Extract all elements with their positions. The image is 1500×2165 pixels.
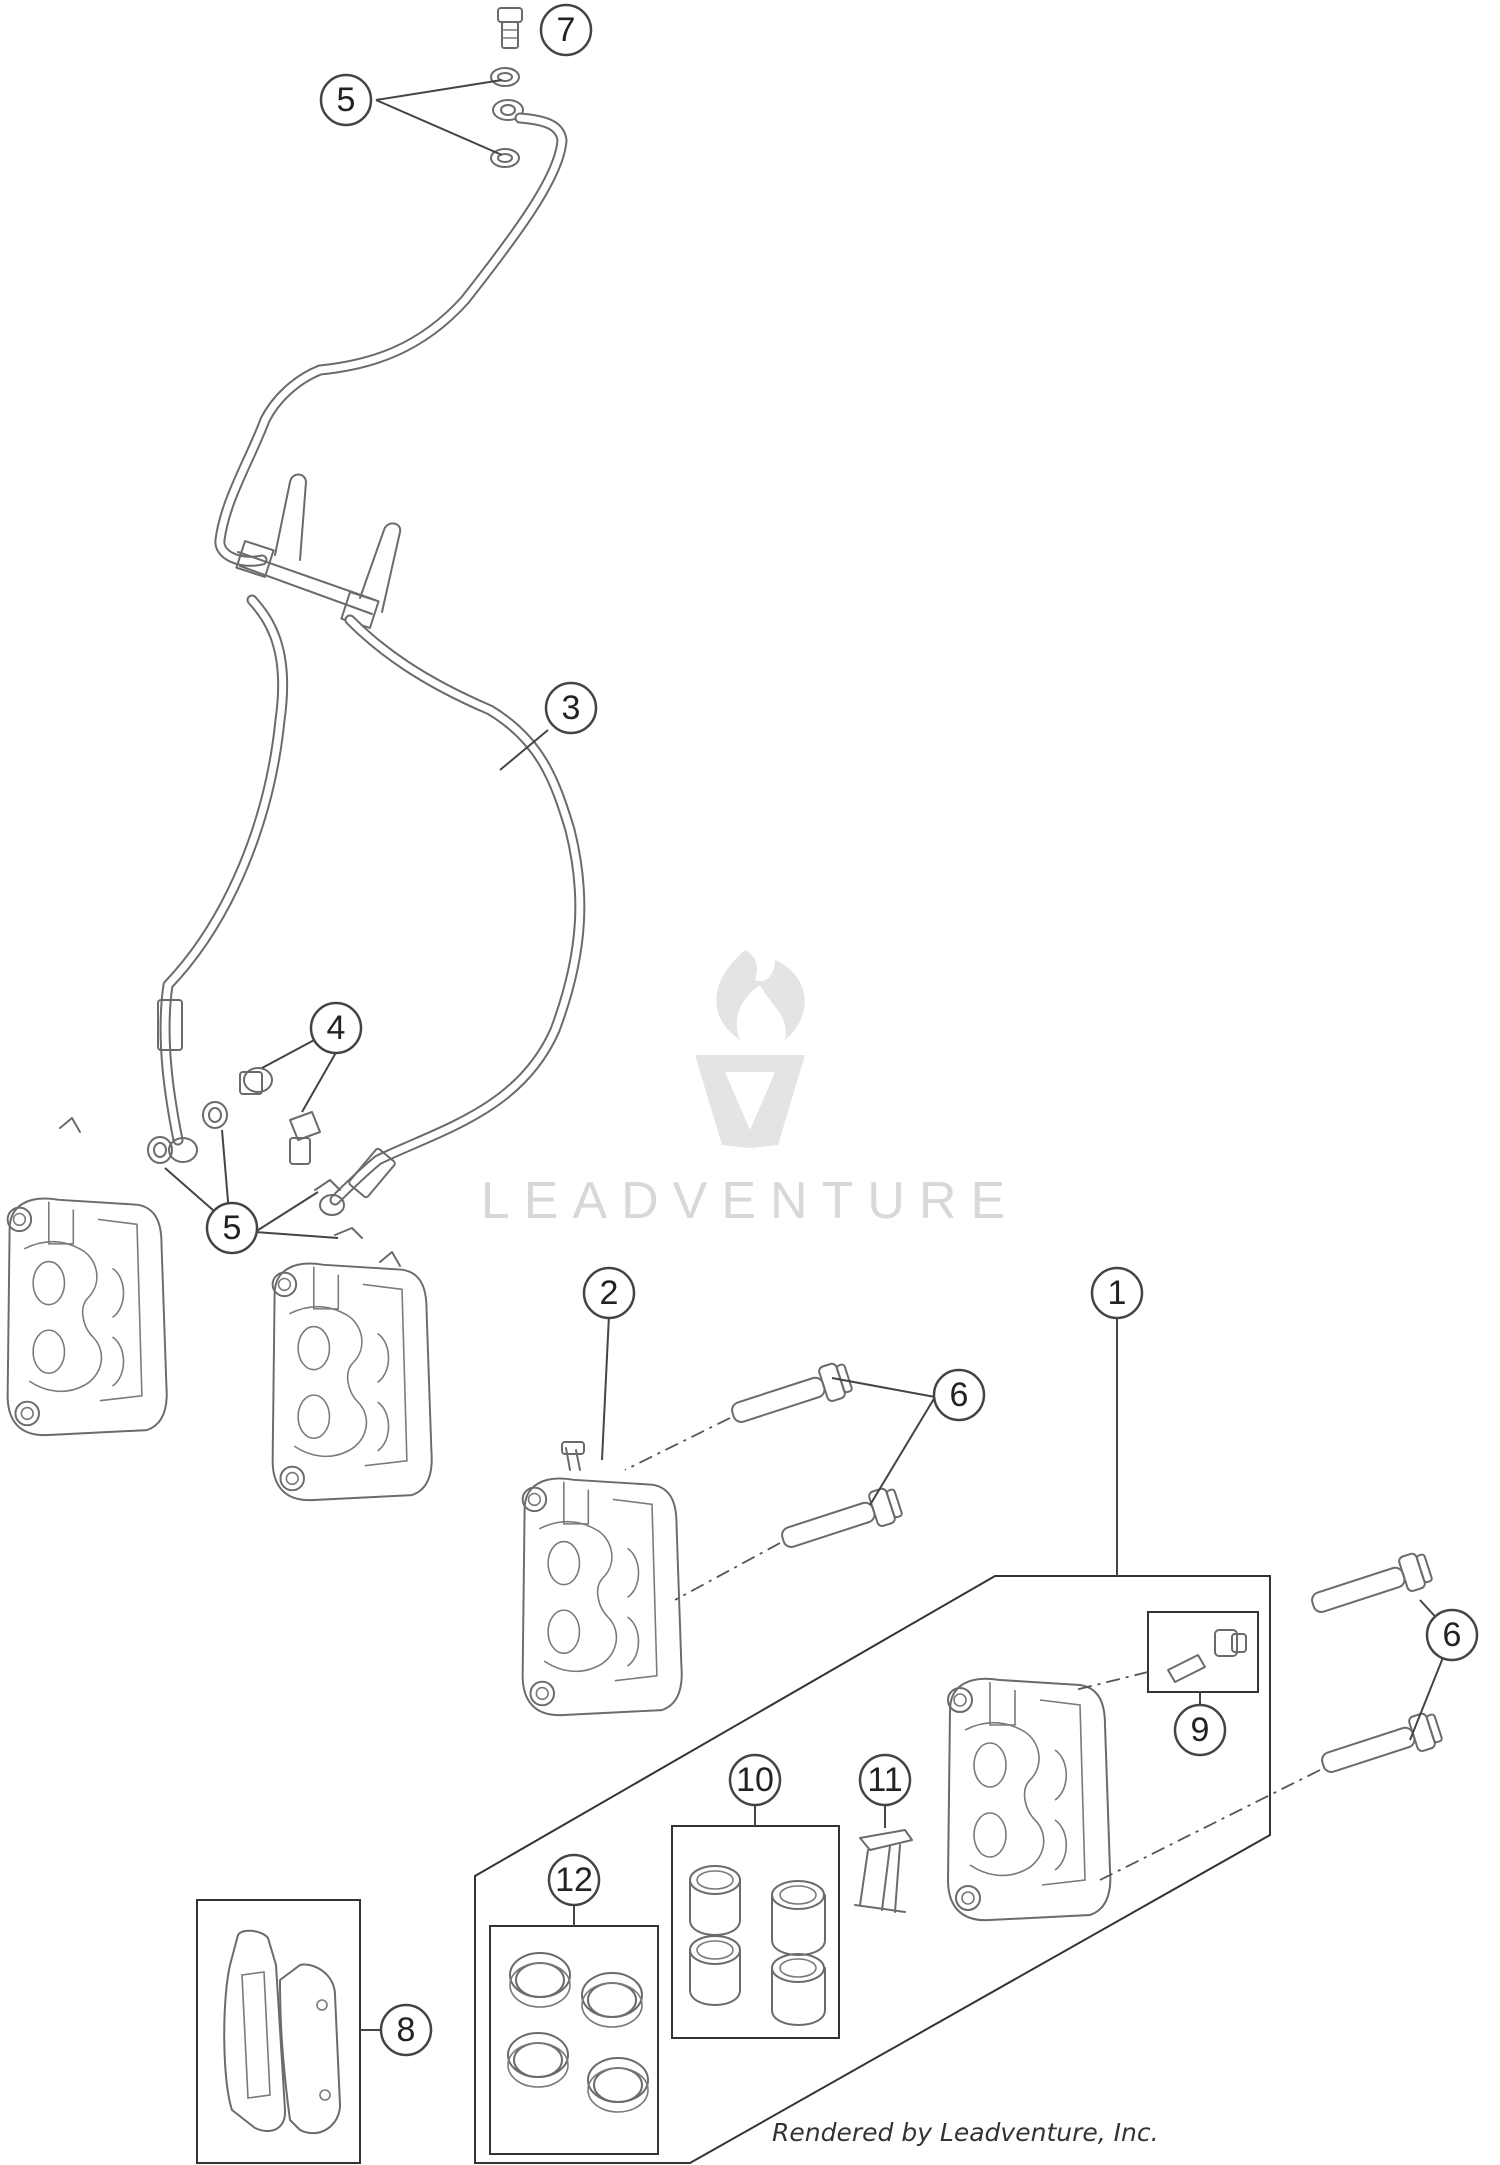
seal-rings-box: [489, 1925, 659, 2155]
watermark-text: LEADVENTURE: [481, 1172, 1019, 1230]
callout-4[interactable]: 4: [309, 1001, 363, 1055]
sealing-rings-top: [490, 67, 520, 168]
callout-10[interactable]: 10: [728, 1753, 782, 1807]
hose-fittings: [239, 1067, 321, 1165]
callout-6-lower[interactable]: 6: [1425, 1608, 1479, 1662]
callout-5-top[interactable]: 5: [319, 73, 373, 127]
svg-text:6: 6: [1443, 1616, 1462, 1654]
svg-text:9: 9: [1191, 1711, 1210, 1749]
svg-text:12: 12: [555, 1861, 593, 1899]
svg-text:7: 7: [557, 11, 576, 49]
brake-hose: [157, 99, 586, 1216]
svg-text:11: 11: [867, 1761, 902, 1799]
svg-text:5: 5: [223, 1209, 242, 1247]
bleeder-kit-box: [1074, 1611, 1259, 1693]
caliper-part-2: [521, 1441, 683, 1717]
callout-11[interactable]: 11: [858, 1753, 912, 1807]
leadventure-watermark: LEADVENTURE: [481, 950, 1019, 1230]
pad-spring-clip: [854, 1829, 913, 1913]
svg-text:10: 10: [736, 1761, 774, 1799]
caliper-kit-outline: [474, 1575, 1271, 2164]
svg-text:2: 2: [600, 1274, 619, 1312]
svg-text:1: 1: [1108, 1274, 1127, 1312]
pistons-box: [671, 1825, 840, 2039]
callout-2[interactable]: 2: [582, 1266, 636, 1320]
caliper-part-1: [947, 1677, 1112, 1922]
flame-logo-icon: [695, 950, 805, 1148]
caliper-left-near: [271, 1251, 433, 1502]
callout-7[interactable]: 7: [539, 3, 593, 57]
mounting-bolts-upper: [624, 1362, 903, 1601]
svg-text:5: 5: [337, 81, 356, 119]
svg-text:6: 6: [950, 1376, 969, 1414]
callout-6-upper[interactable]: 6: [932, 1368, 986, 1422]
caliper-left-far: [6, 1117, 168, 1437]
callout-3[interactable]: 3: [544, 681, 598, 735]
svg-text:8: 8: [397, 2011, 416, 2049]
callout-9[interactable]: 9: [1173, 1703, 1227, 1757]
callout-1[interactable]: 1: [1090, 1266, 1144, 1320]
rendered-by-credit: Rendered by Leadventure, Inc.: [772, 2118, 1159, 2147]
svg-text:4: 4: [327, 1009, 346, 1047]
mounting-bolts-lower: [1099, 1552, 1443, 1881]
bleeder-screw: [497, 7, 523, 49]
leader-lines: [164, 79, 1453, 2031]
callout-5-lower[interactable]: 5: [205, 1201, 259, 1255]
callout-12[interactable]: 12: [547, 1853, 601, 1907]
brake-pads-box: [196, 1899, 361, 2164]
svg-text:3: 3: [562, 689, 581, 727]
callout-8[interactable]: 8: [379, 2003, 433, 2057]
sealing-rings-lower: [147, 1101, 363, 1239]
